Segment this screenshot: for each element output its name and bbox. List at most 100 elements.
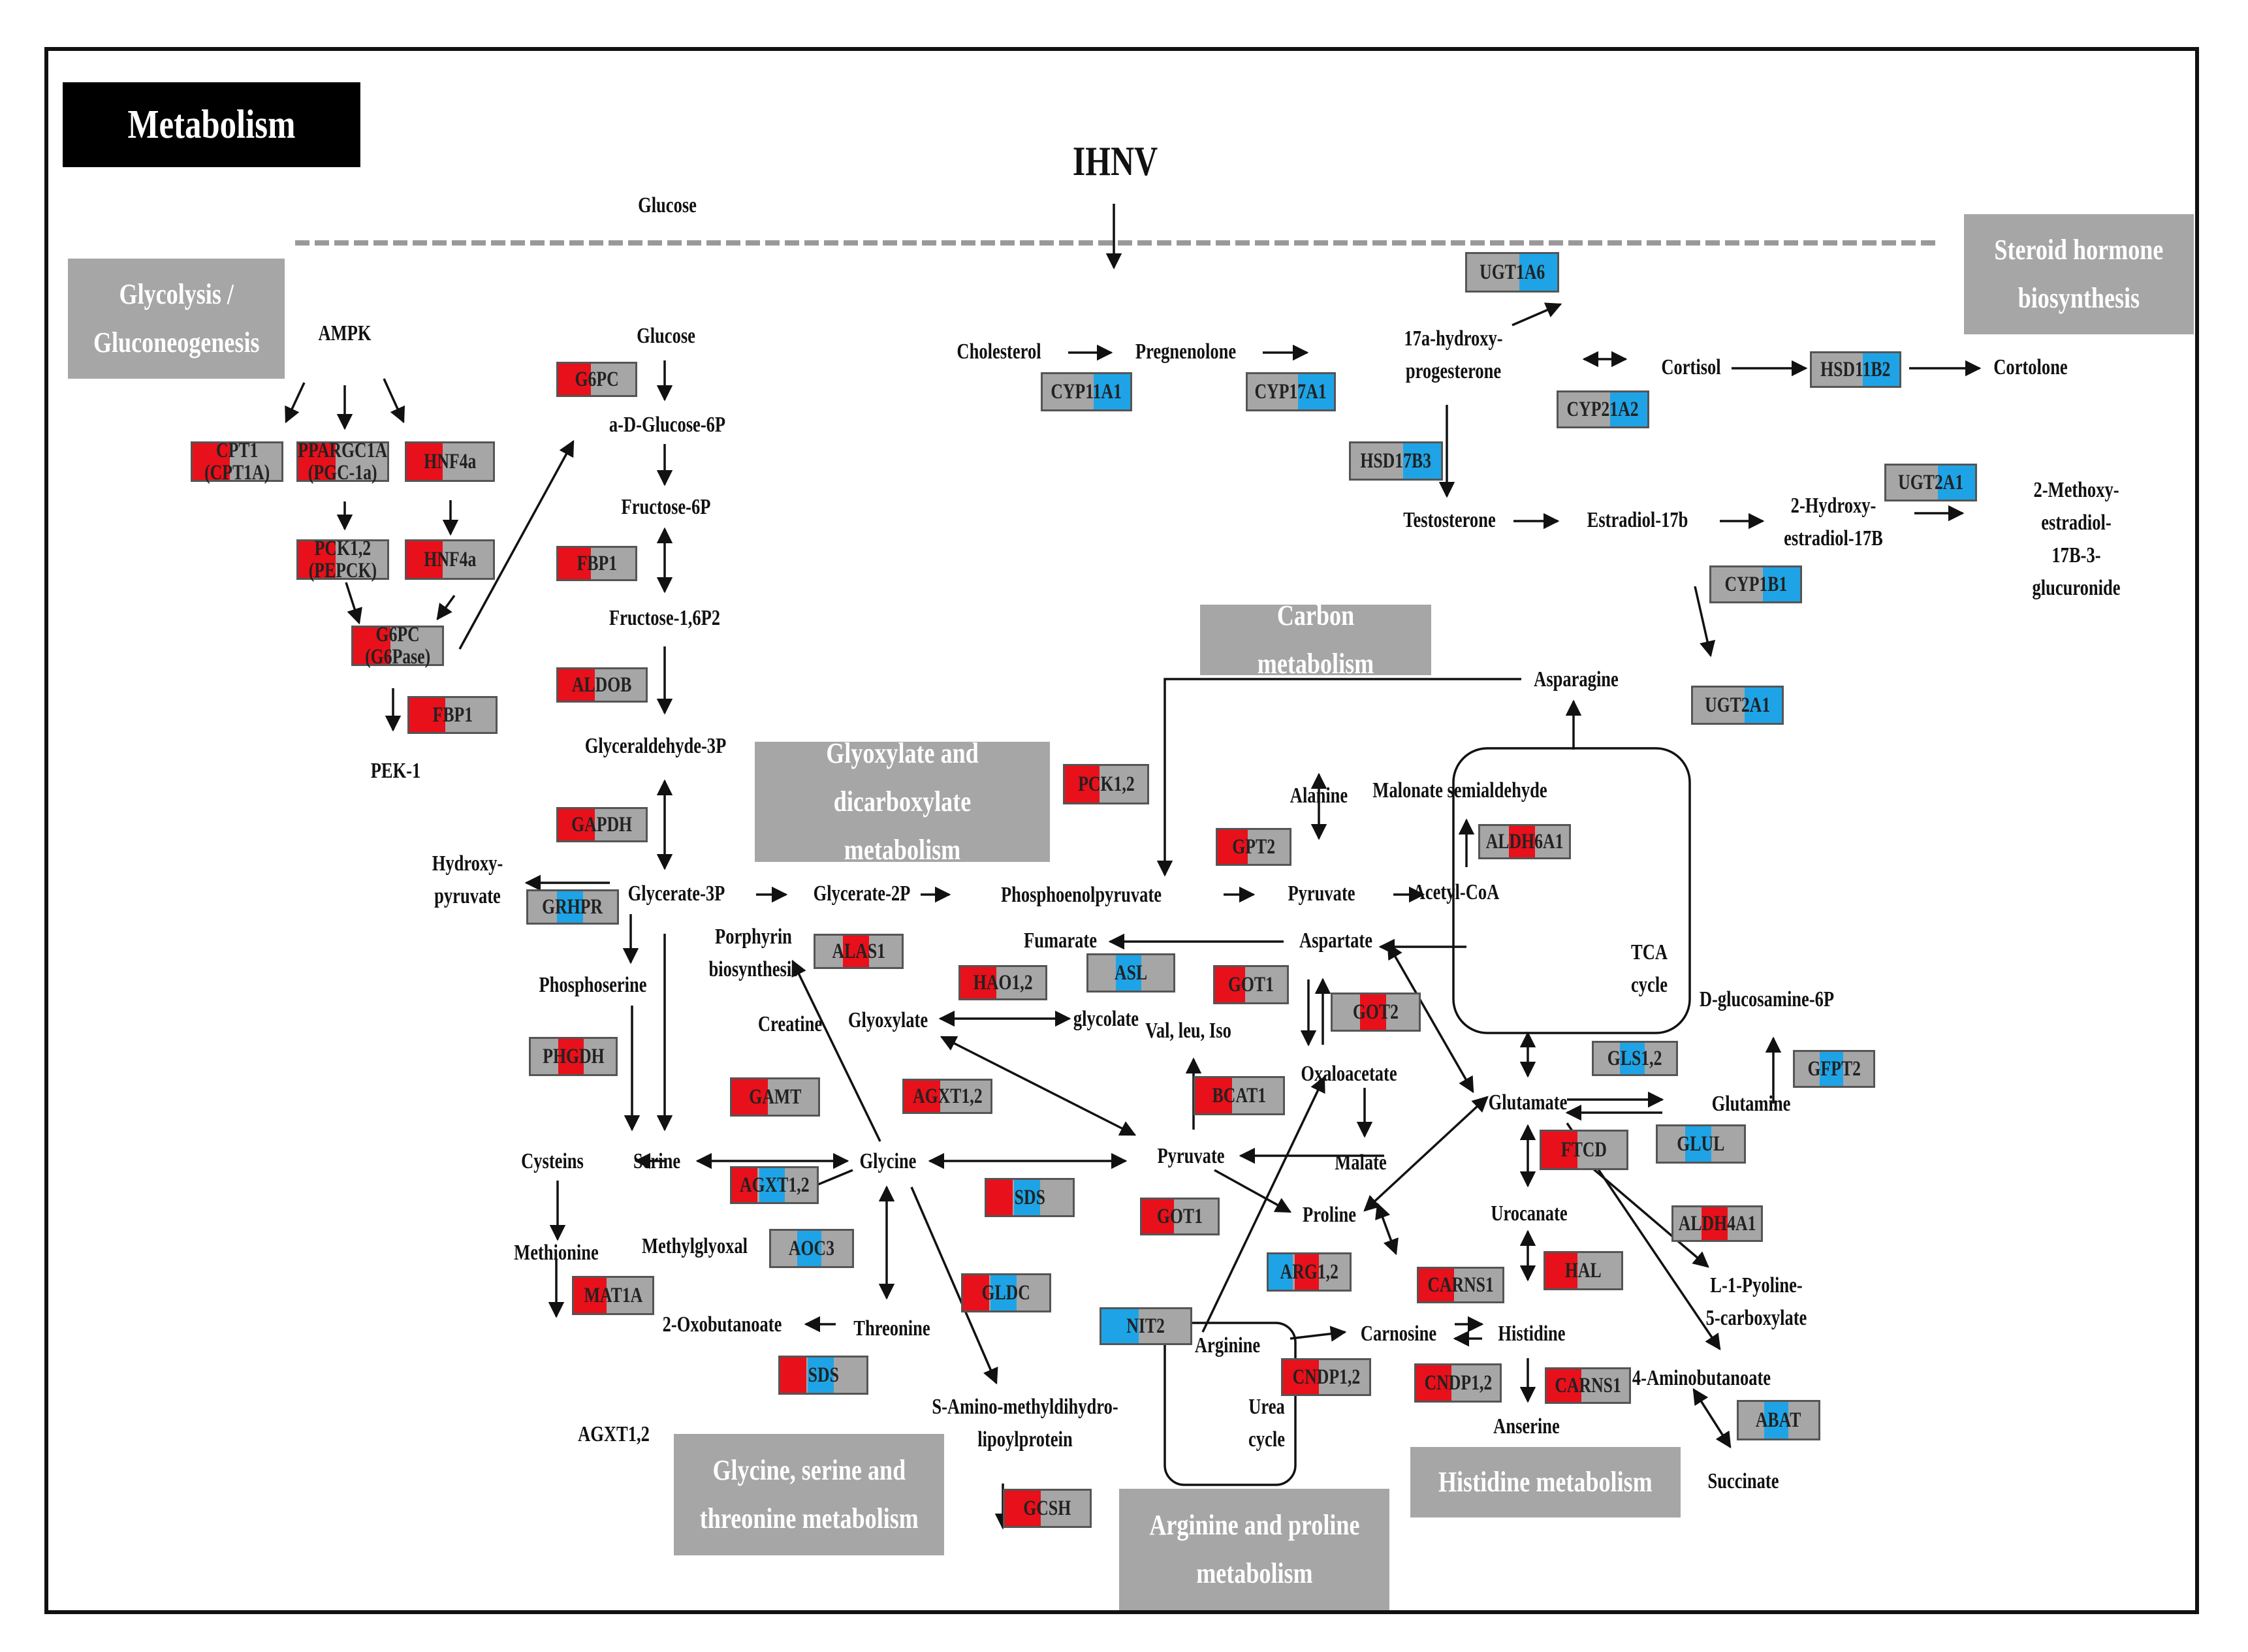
gene-aoc3[interactable]: AOC3 xyxy=(769,1229,854,1268)
gene-g6pc[interactable]: G6PC xyxy=(556,362,637,397)
gene-abat[interactable]: ABAT xyxy=(1737,1400,1820,1440)
gene-asl[interactable]: ASL xyxy=(1086,953,1175,993)
gene-hnf4a-2[interactable]: HNF4a xyxy=(405,539,495,580)
gene-cyp21a2[interactable]: CYP21A2 xyxy=(1557,390,1649,428)
metabolite-2-oxobutanoate: 2-Oxobutanoate xyxy=(662,1312,782,1337)
gene-glul[interactable]: GLUL xyxy=(1656,1124,1746,1164)
downregulated-segment xyxy=(1115,955,1141,991)
upregulated-segment xyxy=(558,809,595,840)
metabolite-pyrroline-5-carboxylate: L-1-Pyoline- 5-carboxylate xyxy=(1705,1273,1807,1330)
gene-gamt[interactable]: GAMT xyxy=(730,1077,820,1117)
upregulated-segment xyxy=(1218,830,1248,864)
upregulated-segment xyxy=(732,1079,768,1115)
extracellular-glucose: Glucose xyxy=(638,193,697,217)
section-glycine-serine-threonine[interactable]: Glycine, serine and threonine metabolism xyxy=(674,1434,944,1555)
gene-cpt1[interactable]: CPT1 (CPT1A) xyxy=(191,439,283,484)
gene-pck12-center[interactable]: PCK1,2 xyxy=(1063,764,1149,804)
gene-got1-a[interactable]: GOT1 xyxy=(1213,965,1289,1004)
upregulated-segment xyxy=(1508,826,1536,857)
downregulated-segment xyxy=(1403,443,1441,479)
section-histidine[interactable]: Histidine metabolism xyxy=(1410,1447,1681,1517)
gene-gfpt2[interactable]: GFPT2 xyxy=(1793,1050,1875,1088)
downregulated-segment xyxy=(1014,1180,1040,1215)
metabolite-glucose: Glucose xyxy=(637,324,695,348)
gene-carns1-b[interactable]: CARNS1 xyxy=(1545,1367,1631,1404)
gene-gls12[interactable]: GLS1,2 xyxy=(1592,1041,1678,1076)
gene-gpt2[interactable]: GPT2 xyxy=(1216,828,1291,866)
gene-aldh6a1[interactable]: ALDH6A1 xyxy=(1478,824,1571,859)
upregulated-segment xyxy=(409,698,446,732)
metabolite-val-leu-iso: Val, leu, Iso xyxy=(1145,1019,1231,1043)
gene-alas1[interactable]: ALAS1 xyxy=(814,934,904,969)
gene-sds-a[interactable]: SDS xyxy=(985,1178,1075,1217)
metabolite-estradiol-17b: Estradiol-17b xyxy=(1587,508,1688,532)
gene-arg12[interactable]: ARG1,2 xyxy=(1267,1252,1352,1292)
downregulated-segment xyxy=(1620,1043,1645,1074)
gene-agxt12-a[interactable]: AGXT1,2 xyxy=(902,1079,992,1114)
gene-hao12[interactable]: HAO1,2 xyxy=(958,965,1047,1000)
gene-g6pc-left[interactable]: G6PC (G6Pase) xyxy=(351,624,444,668)
diagram-frame xyxy=(44,47,2199,1614)
gene-fbp1[interactable]: FBP1 xyxy=(556,546,637,581)
gene-aldh4a1[interactable]: ALDH4A1 xyxy=(1671,1205,1763,1242)
metabolite-ampk: AMPK xyxy=(318,321,372,345)
gene-hsd17b3[interactable]: HSD17B3 xyxy=(1349,441,1443,481)
section-steroid-hormone[interactable]: Steroid hormone biosynthesis xyxy=(1964,214,2194,334)
metabolite-malate: Malate xyxy=(1335,1151,1387,1175)
gene-sds-b[interactable]: SDS xyxy=(778,1356,868,1395)
gene-gcsh[interactable]: GCSH xyxy=(1003,1489,1092,1528)
downregulated-segment xyxy=(1685,1126,1711,1162)
gene-pck-left[interactable]: PCK1,2 (PEPCK) xyxy=(296,537,389,582)
gene-ppargc1a[interactable]: PPARGC1A (PGC-1a) xyxy=(296,439,389,484)
gene-cndp12-a[interactable]: CNDP1,2 xyxy=(1281,1358,1371,1396)
gene-cyp11a1[interactable]: CYP11A1 xyxy=(1041,372,1132,411)
downregulated-segment xyxy=(556,891,584,923)
upregulated-segment xyxy=(574,1278,607,1313)
metabolite-glycerate-3p: Glycerate-3P xyxy=(627,882,725,906)
gene-got1-b[interactable]: GOT1 xyxy=(1140,1198,1220,1235)
gene-aldob[interactable]: ALDOB xyxy=(556,667,648,703)
gene-gapdh[interactable]: GAPDH xyxy=(556,807,648,842)
gene-cyp1b1[interactable]: CYP1B1 xyxy=(1709,565,1802,603)
gene-fbp1-left[interactable]: FBP1 xyxy=(407,696,498,734)
metabolite-17a-hydroxyprogesterone: 17a-hydroxy- progesterone xyxy=(1404,326,1503,383)
upregulated-segment xyxy=(193,443,230,480)
upregulated-segment xyxy=(843,936,869,967)
downregulated-segment xyxy=(1609,392,1647,426)
gene-phgdh[interactable]: PHGDH xyxy=(529,1037,618,1076)
section-glyoxylate[interactable]: Glyoxylate and dicarboxylate metabolism xyxy=(755,737,1050,866)
gene-cndp12-b[interactable]: CNDP1,2 xyxy=(1414,1363,1502,1403)
section-carbon-metabolism[interactable]: Carbon metabolism xyxy=(1200,599,1431,680)
metabolite-d-glucosamine-6p: D-glucosamine-6P xyxy=(1699,987,1835,1011)
gene-bcat1[interactable]: BCAT1 xyxy=(1194,1076,1285,1115)
gene-mat1a[interactable]: MAT1A xyxy=(572,1276,654,1315)
gene-ugt2a1-a[interactable]: UGT2A1 xyxy=(1884,464,1977,501)
upregulated-segment xyxy=(558,1039,584,1074)
gene-carns1-a[interactable]: CARNS1 xyxy=(1417,1267,1504,1303)
gene-ugt2a1-b[interactable]: UGT2A1 xyxy=(1691,686,1784,725)
downregulated-segment xyxy=(990,1275,1017,1310)
upregulated-segment xyxy=(1542,1132,1577,1168)
upregulated-segment xyxy=(963,1275,989,1310)
gene-ugt1a6[interactable]: UGT1A6 xyxy=(1465,252,1559,293)
upregulated-segment xyxy=(298,443,336,480)
gene-nit2[interactable]: NIT2 xyxy=(1100,1307,1192,1345)
gene-hal[interactable]: HAL xyxy=(1544,1251,1623,1290)
section-arginine-proline[interactable]: Arginine and proline metabolism xyxy=(1119,1489,1389,1610)
metabolite-s-aminomethyldihydrolipoylprotein: S-Amino-methyldihydro- lipoylprotein xyxy=(932,1395,1118,1452)
gene-gldc[interactable]: GLDC xyxy=(961,1273,1051,1312)
gene-hnf4a-1[interactable]: HNF4a xyxy=(405,441,495,482)
metabolite-phosphoenolpyruvate: Phosphoenolpyruvate xyxy=(1000,883,1162,907)
gene-agxt12-b[interactable]: AGXT1,2 xyxy=(730,1166,819,1204)
gene-cyp17a1[interactable]: CYP17A1 xyxy=(1246,372,1336,411)
metabolite-anserine: Anserine xyxy=(1493,1414,1560,1438)
gene-got2[interactable]: GOT2 xyxy=(1331,993,1421,1032)
gene-grhpr[interactable]: GRHPR xyxy=(526,889,619,925)
upregulated-segment xyxy=(1215,967,1246,1002)
metabolite-cysteins: Cysteins xyxy=(521,1149,584,1173)
downregulated-segment xyxy=(1519,254,1557,291)
gene-hsd11b2[interactable]: HSD11B2 xyxy=(1810,351,1901,388)
section-glycolysis[interactable]: Glycolysis / Gluconeogenesis xyxy=(68,259,285,379)
upregulated-segment xyxy=(1005,1491,1041,1526)
gene-ftcd[interactable]: FTCD xyxy=(1540,1130,1628,1170)
